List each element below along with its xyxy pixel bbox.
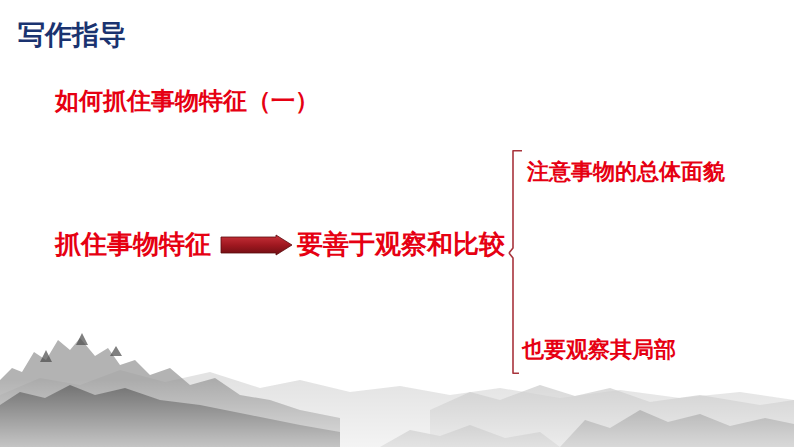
pine-trees [40,333,122,362]
concept-item: 要善于观察和比较 [297,229,505,260]
sub-heading: 如何抓住事物特征（一） [55,87,319,116]
mountain-range [0,370,794,447]
concept-text: 要善于观察和比较 [297,229,505,260]
brace-connector [509,151,522,253]
concept-item: 注意事物的总体面貌 [527,159,725,185]
concept-text: 注意事物的总体面貌 [527,159,725,185]
near-mountains [0,333,794,447]
block-arrow [221,235,292,255]
page-title: 写作指导 [18,19,126,51]
concept-text: 抓住事物特征 [55,229,211,260]
mist [0,380,794,447]
concept-item: 抓住事物特征 [55,229,211,260]
brace-connector [509,253,519,373]
concept-text: 也要观察其局部 [522,337,676,363]
far-mountains [0,370,794,447]
concept-item: 也要观察其局部 [522,337,676,363]
